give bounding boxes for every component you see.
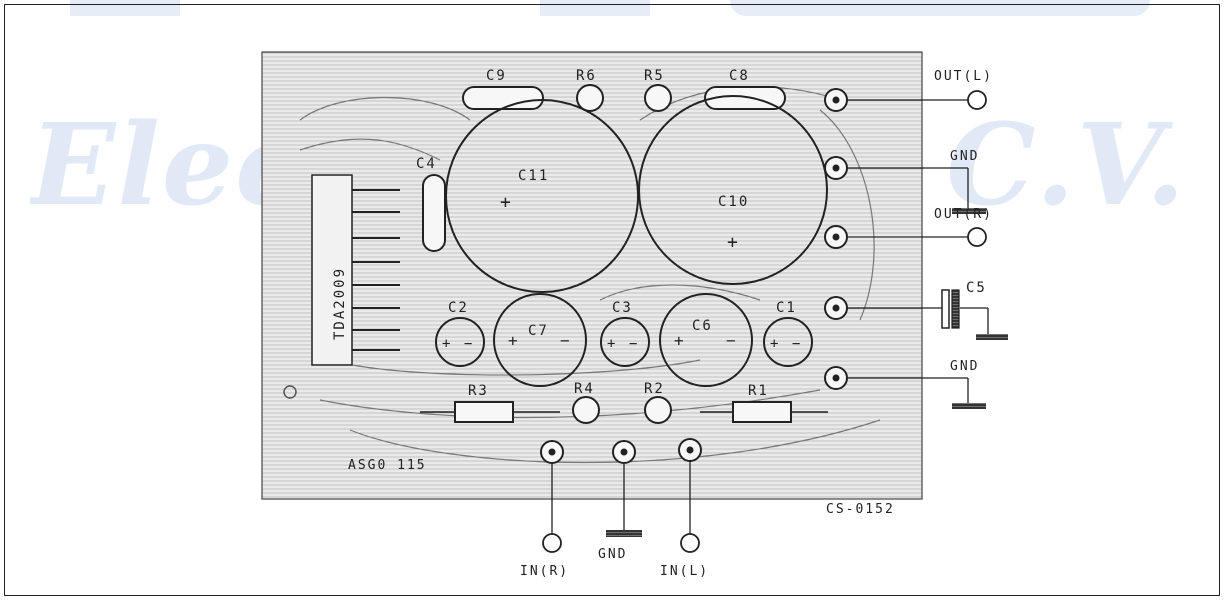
- c10-label: C10: [718, 194, 749, 210]
- c1-label: C1: [776, 300, 797, 316]
- page-frame: [4, 4, 1220, 596]
- mounting-hole: [283, 385, 297, 399]
- gnd-bottom-label: GND: [598, 547, 627, 562]
- terminal-in-r: [542, 533, 562, 553]
- terminal-out-r: [967, 227, 987, 247]
- tda2009-chip: TDA2009: [311, 174, 400, 366]
- out-l-label: OUT(L): [934, 69, 993, 84]
- gnd-symbol-top: [952, 208, 986, 214]
- r4-pad: [572, 396, 600, 424]
- c2-label: C2: [448, 300, 469, 316]
- c7-label: C7: [528, 323, 549, 339]
- c5-label: C5: [966, 280, 987, 296]
- part-number: CS-0152: [826, 502, 895, 517]
- external-wiring-bottom: [551, 461, 691, 534]
- c11-capacitor: +: [445, 99, 639, 293]
- r1-resistor: [732, 401, 792, 423]
- chip-label: TDA2009: [332, 267, 348, 340]
- gnd-symbol-right: [952, 403, 986, 409]
- out-r-label: OUT(R): [934, 207, 993, 222]
- svg-text:+: +: [442, 336, 450, 352]
- in-l-label: IN(L): [660, 564, 709, 579]
- svg-text:+: +: [674, 331, 684, 350]
- terminal-out-l: [967, 90, 987, 110]
- svg-text:+: +: [500, 192, 511, 213]
- in-r-label: IN(R): [520, 564, 569, 579]
- c7-capacitor: +−: [493, 293, 587, 387]
- c9-label: C9: [486, 68, 507, 84]
- r2-label: R2: [644, 381, 665, 397]
- gnd-top-label: GND: [950, 149, 979, 164]
- c4-capacitor: [422, 174, 446, 252]
- svg-text:+: +: [727, 232, 738, 253]
- c10-capacitor: +: [638, 95, 828, 285]
- board-stamp: ASG0 115: [348, 458, 427, 473]
- gnd-right-label: GND: [950, 359, 979, 374]
- c9-capacitor: [462, 86, 544, 110]
- external-wiring-right: [847, 99, 989, 405]
- c6-label: C6: [692, 318, 713, 334]
- svg-text:+: +: [607, 336, 615, 352]
- c4-label: C4: [416, 156, 437, 172]
- c3-label: C3: [612, 300, 633, 316]
- terminal-in-l: [680, 533, 700, 553]
- r5-pad: [644, 84, 672, 112]
- svg-text:−: −: [792, 336, 800, 352]
- svg-text:+: +: [508, 331, 518, 350]
- c8-capacitor: [704, 86, 786, 110]
- gnd-symbol-bottom: [606, 530, 642, 537]
- r2-pad: [644, 396, 672, 424]
- svg-text:+: +: [770, 336, 778, 352]
- r6-pad: [576, 84, 604, 112]
- r3-resistor: [454, 401, 514, 423]
- c5-capacitor: [941, 289, 1008, 340]
- c11-label: C11: [518, 168, 549, 184]
- r6-label: R6: [576, 68, 597, 84]
- c8-label: C8: [729, 68, 750, 84]
- r1-label: R1: [748, 383, 769, 399]
- svg-text:−: −: [726, 331, 736, 350]
- r4-label: R4: [574, 381, 595, 397]
- c6-capacitor: +−: [659, 293, 753, 387]
- r5-label: R5: [644, 68, 665, 84]
- pcb-board: [261, 51, 923, 500]
- svg-text:−: −: [464, 336, 472, 352]
- svg-text:−: −: [629, 336, 637, 352]
- c2-capacitor: +−: [435, 317, 485, 367]
- c3-capacitor: +−: [600, 317, 650, 367]
- c1-capacitor: +−: [763, 317, 813, 367]
- r3-label: R3: [468, 383, 489, 399]
- svg-text:−: −: [560, 331, 570, 350]
